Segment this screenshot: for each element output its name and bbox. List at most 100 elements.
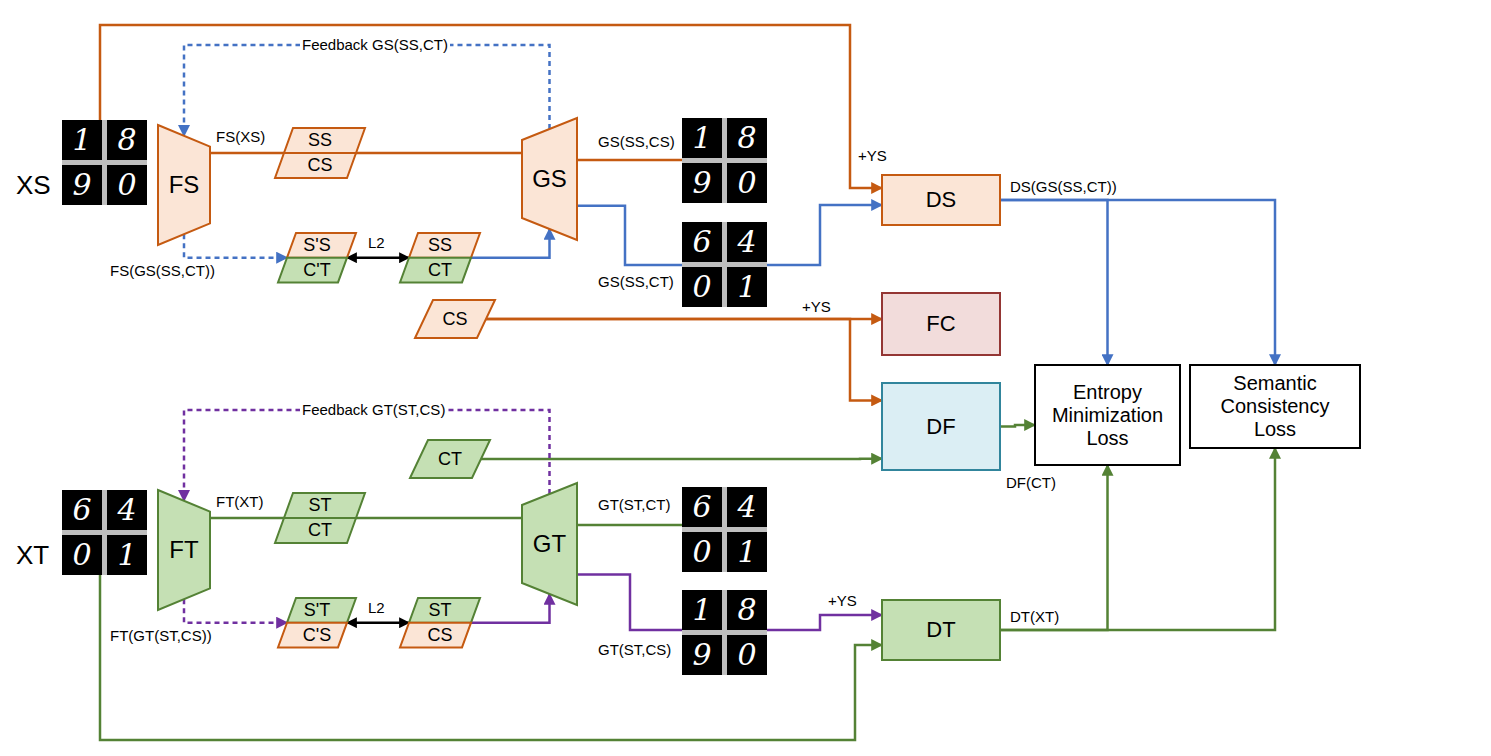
node-label: SS bbox=[428, 235, 452, 256]
node-shape bbox=[415, 300, 495, 338]
discriminator-box: DF bbox=[882, 383, 1000, 470]
digit-sample: 1 bbox=[682, 590, 722, 630]
text-slot: CS bbox=[400, 623, 480, 648]
connector bbox=[347, 256, 409, 259]
node-label: Entropy Minimization Loss bbox=[1043, 381, 1172, 450]
digit-image bbox=[62, 490, 147, 575]
node-label: S'S bbox=[303, 235, 330, 256]
text-slot: DS bbox=[882, 175, 1000, 225]
connector bbox=[1000, 200, 1275, 365]
digit-sample: 8 bbox=[107, 120, 147, 160]
node-shape bbox=[400, 623, 471, 648]
digit-sample: 1 bbox=[682, 118, 722, 158]
digit-sample: 0 bbox=[62, 535, 102, 575]
node-shape bbox=[158, 125, 210, 245]
connector bbox=[481, 457, 882, 460]
digit-image bbox=[682, 487, 767, 572]
connector bbox=[471, 229, 550, 258]
text-slot: S'S bbox=[278, 233, 356, 258]
digit-sample: 0 bbox=[727, 163, 767, 203]
digit-image bbox=[682, 118, 767, 203]
digit-sample: 4 bbox=[107, 490, 147, 530]
text-slot: C'T bbox=[278, 258, 356, 283]
edge-label: L2 bbox=[366, 599, 387, 617]
text-slot: ST bbox=[400, 598, 480, 623]
text-slot: CS bbox=[275, 153, 365, 178]
node-shape bbox=[158, 490, 210, 610]
connector bbox=[356, 152, 522, 155]
text-slot: ST bbox=[275, 493, 365, 518]
text-slot: DF bbox=[882, 383, 1000, 470]
node-label: CT bbox=[308, 520, 332, 541]
node-label: ST bbox=[428, 600, 451, 621]
edge-label: Feedback GT(ST,CS) bbox=[300, 401, 447, 419]
classifier-box: FC bbox=[882, 293, 1000, 355]
signal-label: +YS bbox=[858, 146, 887, 165]
node-label: FT bbox=[169, 536, 198, 564]
digit-sample: 0 bbox=[107, 165, 147, 205]
edge-label: FT(GT(ST,CS)) bbox=[108, 627, 214, 645]
text-slot: FS bbox=[158, 125, 210, 245]
node-shape bbox=[882, 293, 1000, 355]
node-shape bbox=[410, 440, 490, 478]
node-shape bbox=[882, 383, 1000, 470]
text-slot: SS bbox=[400, 233, 480, 258]
connector bbox=[356, 517, 522, 520]
loss-box: Entropy Minimization Loss bbox=[1035, 365, 1180, 465]
node-shape bbox=[882, 600, 1000, 660]
edge-label: DF(CT) bbox=[1004, 474, 1058, 492]
connector bbox=[486, 319, 882, 400]
node-shape bbox=[400, 258, 471, 283]
edge-label: DT(XT) bbox=[1008, 608, 1061, 626]
feature-parallelogram: ST CT bbox=[275, 493, 365, 543]
feature-parallelogram: S'S C'T bbox=[278, 233, 356, 282]
target-image-line bbox=[100, 575, 882, 740]
node-label: DT bbox=[926, 617, 955, 642]
digit-sample: 1 bbox=[107, 535, 147, 575]
node-label: DS bbox=[926, 187, 957, 212]
node-shape bbox=[1035, 365, 1180, 465]
node-shape bbox=[287, 233, 356, 258]
text-slot: GT bbox=[522, 483, 577, 605]
text-slot: DT bbox=[882, 600, 1000, 660]
digit-image bbox=[62, 120, 147, 205]
encoder-trapezoid: FS bbox=[158, 125, 210, 245]
digit-sample: 9 bbox=[682, 635, 722, 675]
feature-parallelogram: ST CS bbox=[400, 598, 480, 647]
node-label: C'T bbox=[303, 260, 330, 281]
connector bbox=[471, 594, 550, 623]
encoder-trapezoid: FT bbox=[158, 490, 210, 610]
node-shape bbox=[278, 623, 347, 648]
signal-label: GT(ST,CT) bbox=[598, 495, 671, 514]
node-label: ST bbox=[308, 495, 331, 516]
node-label: CS bbox=[427, 625, 452, 646]
digit-sample: 1 bbox=[62, 120, 102, 160]
digit-image bbox=[682, 590, 767, 675]
node-shape bbox=[522, 483, 577, 605]
edge-label: L2 bbox=[366, 234, 387, 252]
feature-parallelogram: SSCS bbox=[275, 128, 365, 178]
node-label: CS bbox=[442, 309, 467, 330]
text-slot: Entropy Minimization Loss bbox=[1035, 365, 1180, 465]
signal-label: GS(SS,CT) bbox=[598, 272, 674, 291]
node-shape bbox=[284, 493, 365, 518]
connector bbox=[184, 234, 287, 257]
digit-sample: 1 bbox=[727, 267, 767, 307]
node-shape bbox=[275, 518, 356, 543]
node-label: CT bbox=[428, 260, 452, 281]
text-slot: Semantic Consistency Loss bbox=[1190, 365, 1360, 448]
text-slot: GS bbox=[522, 118, 577, 240]
signal-label: XS bbox=[16, 170, 51, 200]
digit-image bbox=[682, 222, 767, 307]
text-slot: CS bbox=[415, 300, 495, 338]
node-shape bbox=[409, 598, 480, 623]
discriminator-box: DS bbox=[882, 175, 1000, 225]
signal-label: XT bbox=[16, 540, 49, 570]
node-label: CS bbox=[307, 155, 332, 176]
digit-sample: 4 bbox=[727, 487, 767, 527]
edge-label: FT(XT) bbox=[214, 493, 265, 511]
digit-sample: 9 bbox=[682, 163, 722, 203]
connector bbox=[1000, 425, 1035, 427]
edge-label: +YS bbox=[800, 298, 833, 316]
